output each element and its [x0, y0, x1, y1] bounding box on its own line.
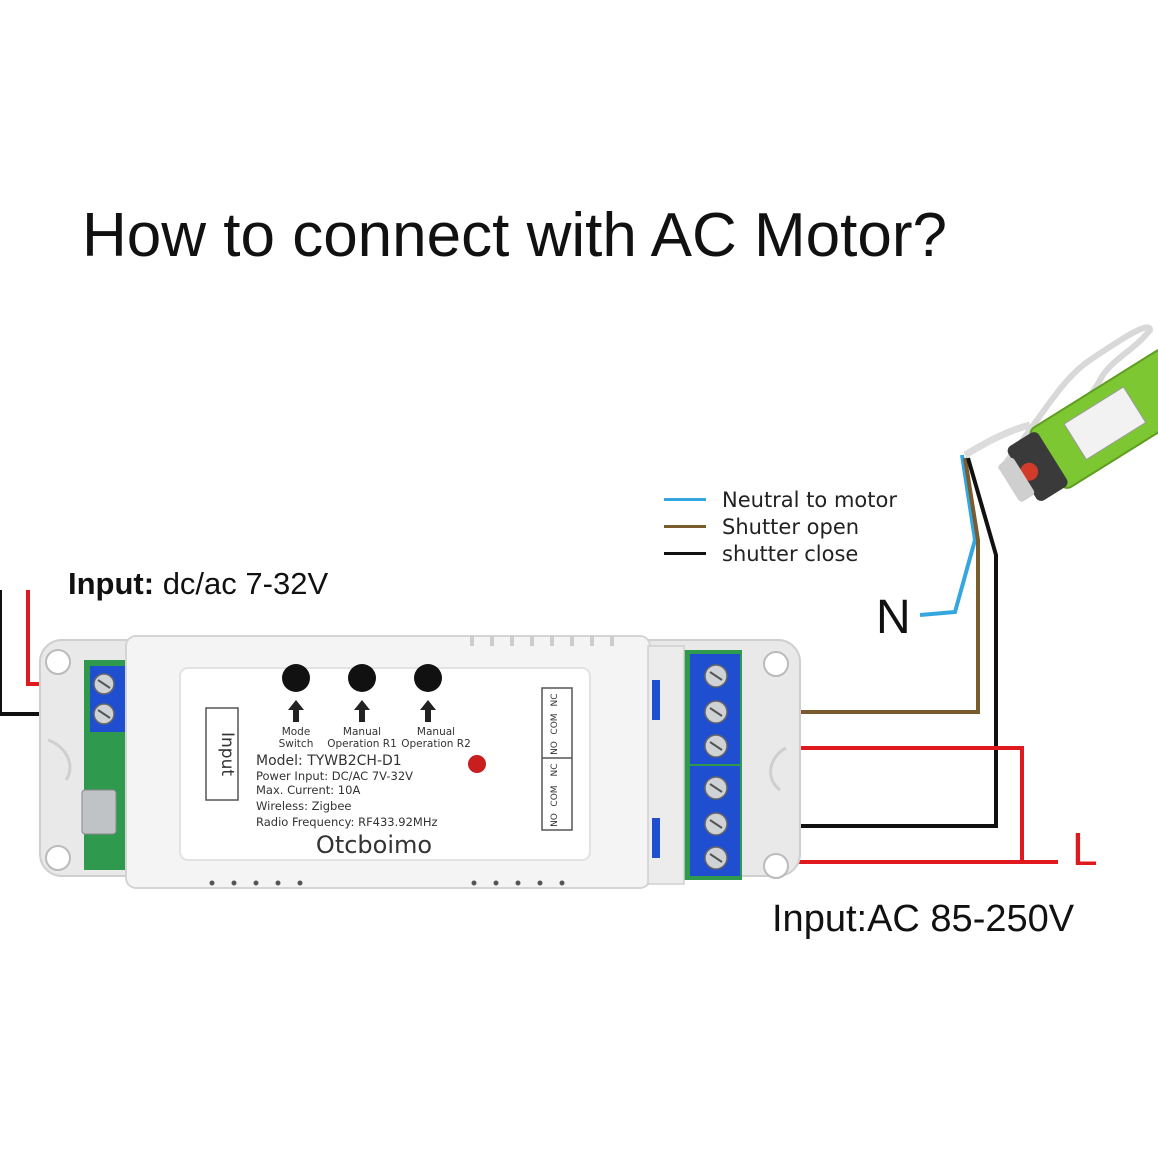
arrow-up-icon: [288, 700, 304, 722]
micro-usb-port: [81, 789, 117, 835]
mount-hole-tl: [45, 649, 71, 675]
relay-label: NC: [550, 763, 560, 776]
ac-input-label: Input:AC 85-250V: [772, 898, 1075, 940]
mount-hole-bl: [45, 845, 71, 871]
btn1-line2: Switch: [279, 738, 314, 750]
status-led: [468, 755, 486, 773]
btn2-line2: Operation R1: [327, 738, 397, 750]
btn3-line2: Operation R2: [401, 738, 471, 750]
device-enclosure: Mode Switch Manual Operation R1 Manual O…: [39, 635, 801, 889]
legend-item: shutter close: [664, 540, 897, 567]
spec-model: Model: TYWB2CH-D1: [256, 753, 402, 769]
legend-label: shutter close: [722, 541, 859, 566]
btn2-line1: Manual: [343, 726, 381, 738]
spec-radio: Radio Frequency: RF433.92MHz: [256, 815, 438, 829]
mode-switch-button: [282, 664, 310, 692]
manual-r1-button: [348, 664, 376, 692]
relay-label-box: [541, 687, 573, 831]
spec-wireless: Wireless: Zigbee: [256, 799, 351, 813]
input-side-label: Input: [217, 732, 237, 776]
lid-vents: [209, 880, 565, 886]
arrow-up-icon: [354, 700, 370, 722]
spec-current: Max. Current: 10A: [256, 783, 360, 797]
shutter-close-wire: [740, 457, 998, 828]
relay-label: COM: [550, 713, 560, 734]
relay-label: NO: [550, 741, 560, 755]
motor-cable: [963, 421, 1031, 459]
mount-hole-br: [763, 853, 789, 879]
neutral-wire: [919, 454, 978, 617]
relay-screws: [704, 664, 728, 870]
neutral-terminal-label: N: [876, 591, 911, 644]
page-title: How to connect with AC Motor?: [82, 201, 947, 270]
wire-legend: Neutral to motor Shutter open shutter cl…: [664, 486, 897, 567]
shutter-open-wire: [740, 457, 980, 714]
btn1-line1: Mode: [282, 726, 311, 738]
brand-name: Otcboimo: [316, 831, 432, 859]
motor-crown: [998, 457, 1035, 502]
dc-input-value: dc/ac 7-32V: [154, 566, 329, 601]
arrow-up-icon: [420, 700, 436, 722]
legend-swatch-open: [664, 525, 706, 528]
dc-input-label: Input: dc/ac 7-32V: [68, 566, 328, 602]
legend-label: Shutter open: [722, 514, 860, 539]
btn3-line1: Manual: [417, 726, 455, 738]
relay-label: NO: [550, 813, 560, 827]
legend-item: Shutter open: [664, 513, 897, 540]
legend-item: Neutral to motor: [664, 486, 897, 513]
relay-label: NC: [550, 693, 560, 706]
motor-illustration: [963, 324, 1158, 502]
mount-hole-tr: [763, 651, 789, 677]
relay-label: COM: [550, 785, 560, 806]
motor-label-sticker: [1063, 386, 1147, 461]
button-arrows: [288, 700, 436, 722]
line-wire-top: [732, 746, 1024, 862]
legend-swatch-neutral: [664, 498, 706, 501]
legend-swatch-close: [664, 552, 706, 555]
line-terminal-label: L: [1072, 823, 1098, 875]
spec-power: Power Input: DC/AC 7V-32V: [256, 769, 413, 783]
motor-head: [1007, 432, 1068, 501]
legend-label: Neutral to motor: [722, 487, 897, 512]
dc-input-label-prefix: Input:: [68, 566, 155, 601]
manual-r2-button: [414, 664, 442, 692]
label-panel: [179, 667, 591, 861]
input-side-box: [205, 707, 239, 801]
